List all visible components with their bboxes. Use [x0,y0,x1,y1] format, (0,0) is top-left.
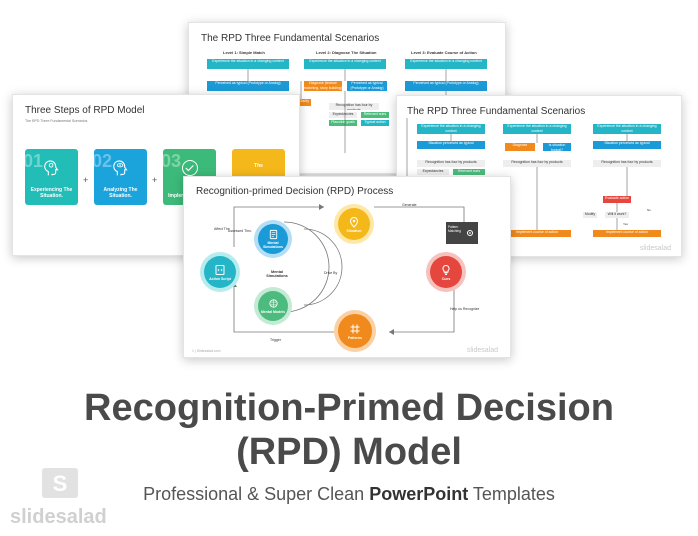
edge-label-assessed: Assessed Thru [228,229,252,233]
step-number: 01 [23,151,44,171]
node-mental-models: Mental Models [254,287,292,325]
node-label: Mental Simulations [263,241,283,249]
step-label: Experiencing The Situation. [30,187,73,199]
node-situation: Situation [334,204,374,244]
tagline-bold: PowerPoint [369,484,469,504]
flow-box: Perceived as typical (Prototype or Analo… [207,81,289,91]
plus-sign: + [152,175,158,185]
step-label: The [254,163,263,169]
node-label: Situation [346,228,362,233]
slide-title: The RPD Three Fundamental Scenarios [201,33,380,44]
slide-title: Recognition-primed Decision (RPD) Proces… [196,186,394,197]
edge-label-affect: Affect The [214,227,230,231]
slide-thumbnail-rpd-process[interactable]: Recognition-primed Decision (RPD) Proces… [183,176,511,358]
tagline-suffix: Templates [468,484,555,504]
slidesalad-logo-text: slidesalad [10,506,107,528]
headline-line-2: (RPD) Model [236,431,462,473]
node-patterns: Patterns [334,310,376,352]
flow-box: Expectancies [329,112,357,118]
slide-title: The RPD Three Fundamental Scenarios [407,106,586,117]
node-label: Patterns [347,335,362,340]
flow-box: Perceived as typical (Prototype or Analo… [347,81,387,91]
flow-box: Situation perceived as typical [593,141,661,149]
flow-box: Recognition has four by products [329,103,379,110]
flow-box: Perceived as typical (Prototype or Analo… [405,81,487,91]
node-label: Cues [441,276,451,281]
step-card-1: 01 Experiencing The Situation. [23,149,78,205]
step-number: 03 [161,151,182,171]
edge-label-drive: Drive By [324,271,338,275]
flow-box: Experience the situation in a changing c… [593,124,661,134]
flow-box: Experience the situation in a changing c… [417,124,485,134]
flow-box: Diagnose [505,143,535,151]
flow-box: Plausible goals [329,120,357,126]
check-circle-icon [182,160,198,176]
flow-box: Recognition has four by products [593,160,661,167]
tagline: Professional & Super Clean PowerPoint Te… [0,484,698,505]
flow-box: Recognition has four by products [417,160,485,167]
node-label: Action Script [209,276,231,281]
node-mental-simulations: Mental Simulations [254,220,292,258]
flow-box: Clarify [297,99,311,106]
gear-icon [466,229,474,237]
slide-title: Three Steps of RPD Model [25,105,145,116]
flow-box: Experience the situation in a changing c… [405,59,487,69]
step-number: 02 [92,151,113,171]
flow-box: Typical action [361,120,389,126]
flow-box: Modify [583,212,597,218]
no-label: No [647,208,651,212]
lightbulb-icon [442,264,450,275]
step-card-2: 02 Analyzing The Situation. [92,149,147,205]
slidesalad-logo-icon: S [42,468,78,498]
flow-box: Situation perceived as typical [417,141,485,149]
head-gears-icon [44,160,59,176]
pattern-matching-box: Pattern Matching [446,222,478,244]
grid-pattern-icon [350,324,360,333]
flow-box: Diagnose (feature matching, story buildi… [304,81,342,91]
flow-box: Evaluate action [603,196,631,203]
edge-label-trigger: Trigger [270,338,281,342]
node-action-script: Action Script [200,252,240,292]
level-label-3: Level 3: Evaluate Course of Action [411,50,477,55]
edge-label-help-recognize: Help us Recognize [450,307,480,311]
tagline-prefix: Professional & Super Clean [143,484,370,504]
flow-box: Experience the situation in a changing c… [304,59,386,69]
map-pin-icon [349,216,359,228]
flow-box: Implement course of action [593,230,661,237]
edge-label-generate: Generate [402,203,417,207]
flow-box: Recognition has four by products [503,160,571,167]
code-script-icon [215,264,225,275]
brain-icon [268,299,278,308]
step-label: Analyzing The Situation. [103,187,138,199]
document-icon [269,229,277,240]
plus-sign: + [83,175,89,185]
slide-footer: 1 | Slidesalad.com [192,349,221,353]
watermark: slidesalad [639,245,671,252]
headline-line-1: Recognition-Primed Decision [84,387,614,429]
slide-subtitle: The RPD Three Fundamental Scenarios [25,119,88,123]
pattern-matching-label: Pattern Matching [448,225,461,233]
node-label: Mental Models [260,310,286,314]
watermark: slidesalad [466,347,498,354]
node-cues: Cues [426,252,466,292]
flow-box: Relevant cues [453,169,485,175]
svg-text:S: S [53,471,68,496]
flow-box: Expectancies [417,169,449,175]
flow-box: Is situation typical? [543,143,571,151]
flow-box: Implement course of action [503,230,571,237]
level-label-1: Level 1: Simple Match [223,50,265,55]
level-label-2: Level 2: Diagnose The Situation [316,50,377,55]
center-label: Mental Simulations [266,270,288,278]
flow-box: Relevant cues [361,112,389,118]
flow-box: Will it work? [605,212,629,218]
flow-box: Experience the situation in a changing c… [503,124,571,134]
yes-label: Yes [623,222,628,226]
head-eye-icon [113,160,128,176]
flow-box: Experience the situation in a changing c… [207,59,289,69]
